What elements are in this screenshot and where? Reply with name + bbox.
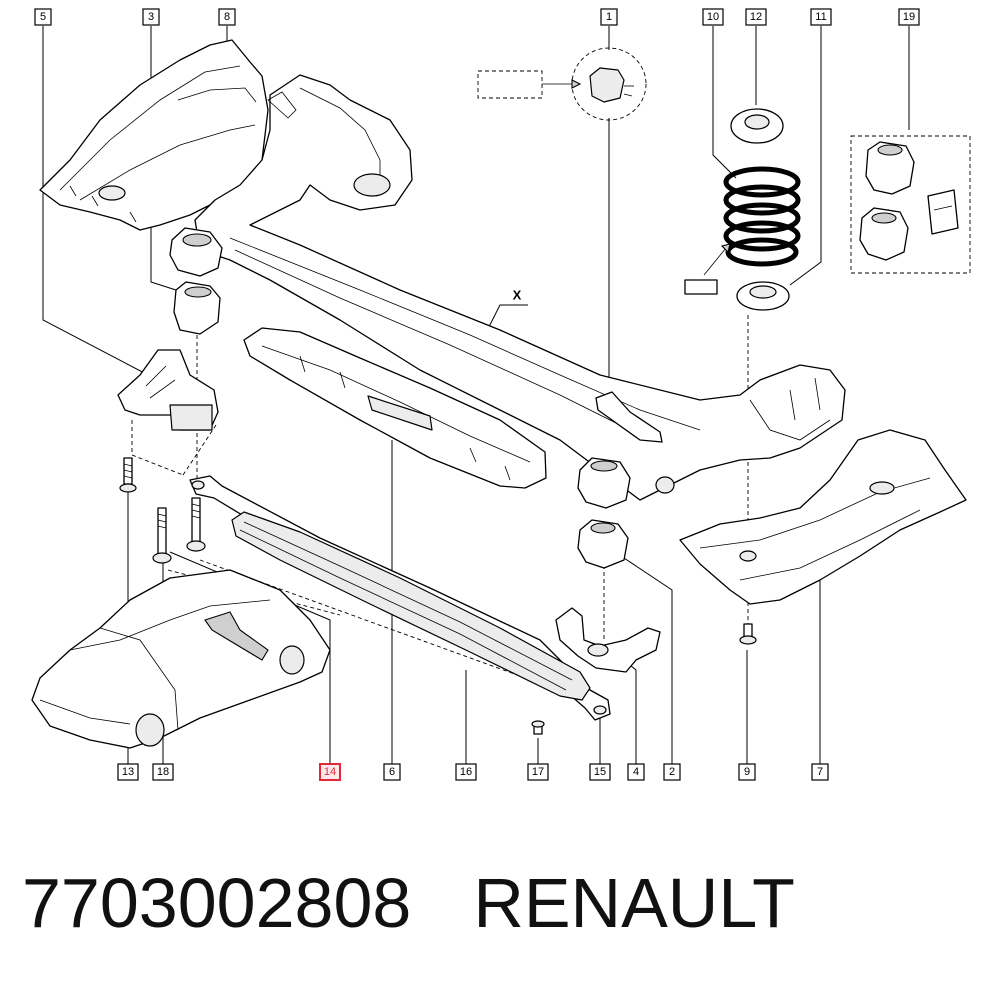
part-x-rear-axle-beam: [194, 74, 846, 501]
callout-7: 7: [811, 763, 829, 781]
callout-15-label: 15: [594, 766, 606, 778]
part-17-clip: [531, 720, 545, 735]
callout-14-highlighted: 14: [319, 763, 341, 781]
part-8-left-floor-panel: [39, 39, 269, 231]
part-10-coil-spring: [684, 166, 801, 295]
part-11-lower-seat: [736, 281, 790, 311]
callout-7-label: 7: [817, 766, 823, 778]
exploded-parts-diagram: 5 3 8 1 10 12 11 19 13 18 14 6: [31, 8, 971, 781]
part-caption: 7703002808 RENAULT: [22, 858, 982, 948]
callout-6: 6: [383, 763, 401, 781]
callout-5: 5: [34, 8, 52, 26]
part-7-right-floor-panel: [679, 429, 967, 605]
part-4-right-bracket: [555, 607, 661, 673]
callout-8-label: 8: [224, 11, 230, 23]
part-3-left-bushing: [169, 227, 223, 335]
callout-12: 12: [745, 8, 767, 26]
callout-13: 13: [117, 763, 139, 781]
callout-14-label: 14: [324, 766, 336, 778]
callout-13-label: 13: [122, 766, 134, 778]
callout-10-label: 10: [707, 11, 719, 23]
callout-18: 18: [152, 763, 174, 781]
callout-10: 10: [702, 8, 724, 26]
callout-3: 3: [142, 8, 160, 26]
callout-16: 16: [455, 763, 477, 781]
part-13-bolt: [119, 457, 137, 493]
callout-17: 17: [527, 763, 549, 781]
part-2-right-bushing: [577, 457, 631, 569]
callout-11-label: 11: [815, 11, 826, 23]
part-6-reinforcement: [243, 327, 547, 489]
beam-x-label: X: [513, 288, 522, 303]
callout-5-label: 5: [40, 11, 46, 23]
callout-19: 19: [898, 8, 920, 26]
part-5-left-bracket: [117, 349, 219, 431]
part-number: 7703002808: [22, 864, 412, 942]
brand-name: RENAULT: [473, 864, 795, 942]
callout-1-label: 1: [606, 11, 612, 23]
callout-4: 4: [627, 763, 645, 781]
callout-16-label: 16: [460, 766, 472, 778]
part-19-kit: [859, 141, 959, 261]
callout-4-label: 4: [633, 766, 639, 778]
callout-9-label: 9: [744, 766, 750, 778]
part-1-detail: [542, 67, 634, 103]
callout-15: 15: [589, 763, 611, 781]
callout-8: 8: [218, 8, 236, 26]
callout-17-label: 17: [532, 766, 544, 778]
callout-12-label: 12: [750, 11, 762, 23]
part-9-fastener: [739, 623, 757, 645]
part-18-long-bolt: [152, 497, 206, 564]
callout-6-label: 6: [389, 766, 395, 778]
callout-3-label: 3: [148, 11, 154, 23]
part-12-upper-seat: [730, 108, 784, 144]
assembly-axes: [131, 47, 971, 706]
callout-1: 1: [600, 8, 618, 26]
part-16-stiffener-bar: [231, 511, 591, 701]
callout-11: 11: [810, 8, 832, 26]
callout-9: 9: [738, 763, 756, 781]
callout-2: 2: [663, 763, 681, 781]
callout-18-label: 18: [157, 766, 169, 778]
vehicle-location-sketch: [31, 569, 331, 749]
callout-2-label: 2: [669, 766, 675, 778]
callout-19-label: 19: [903, 11, 915, 23]
